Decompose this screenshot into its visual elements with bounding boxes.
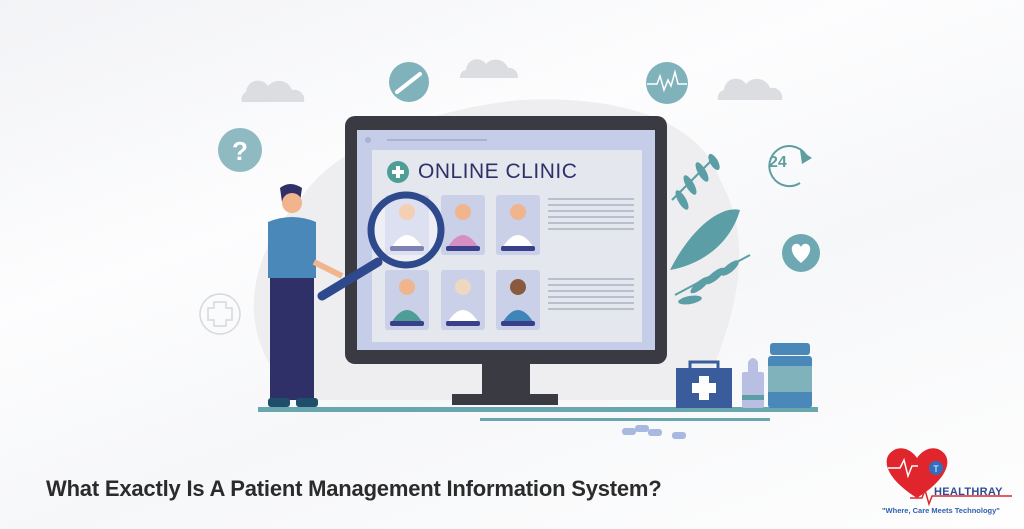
brand-tagline: "Where, Care Meets Technology"	[882, 506, 1000, 515]
dropper-bottle-icon	[742, 358, 764, 408]
heartbeat-icon	[646, 62, 688, 104]
24-hour-icon	[768, 145, 812, 188]
magnifier-icon	[317, 191, 445, 301]
syringe-icon	[389, 62, 429, 102]
page-title: What Exactly Is A Patient Management Inf…	[46, 476, 662, 501]
24-hour-label: 24	[769, 154, 787, 171]
svg-text:T: T	[933, 464, 939, 474]
question-icon: ?	[218, 128, 262, 172]
svg-text:?: ?	[232, 136, 248, 166]
medicine-jar-icon	[768, 343, 812, 408]
pills-icon	[622, 425, 686, 439]
screen-heading: ONLINE CLINIC	[418, 160, 578, 183]
leaf-decoration	[670, 153, 751, 305]
first-aid-kit-icon	[676, 360, 732, 408]
cloud-icon	[241, 59, 783, 102]
heart-icon	[782, 234, 820, 272]
healthray-logo-icon: T	[886, 448, 1012, 507]
plus-circle-icon	[387, 161, 409, 183]
brand-name: HEALTHRAY	[934, 486, 1003, 498]
text-block	[548, 198, 634, 310]
person	[268, 184, 344, 407]
medical-cross-icon	[199, 293, 241, 335]
doctor-cards	[385, 195, 540, 330]
